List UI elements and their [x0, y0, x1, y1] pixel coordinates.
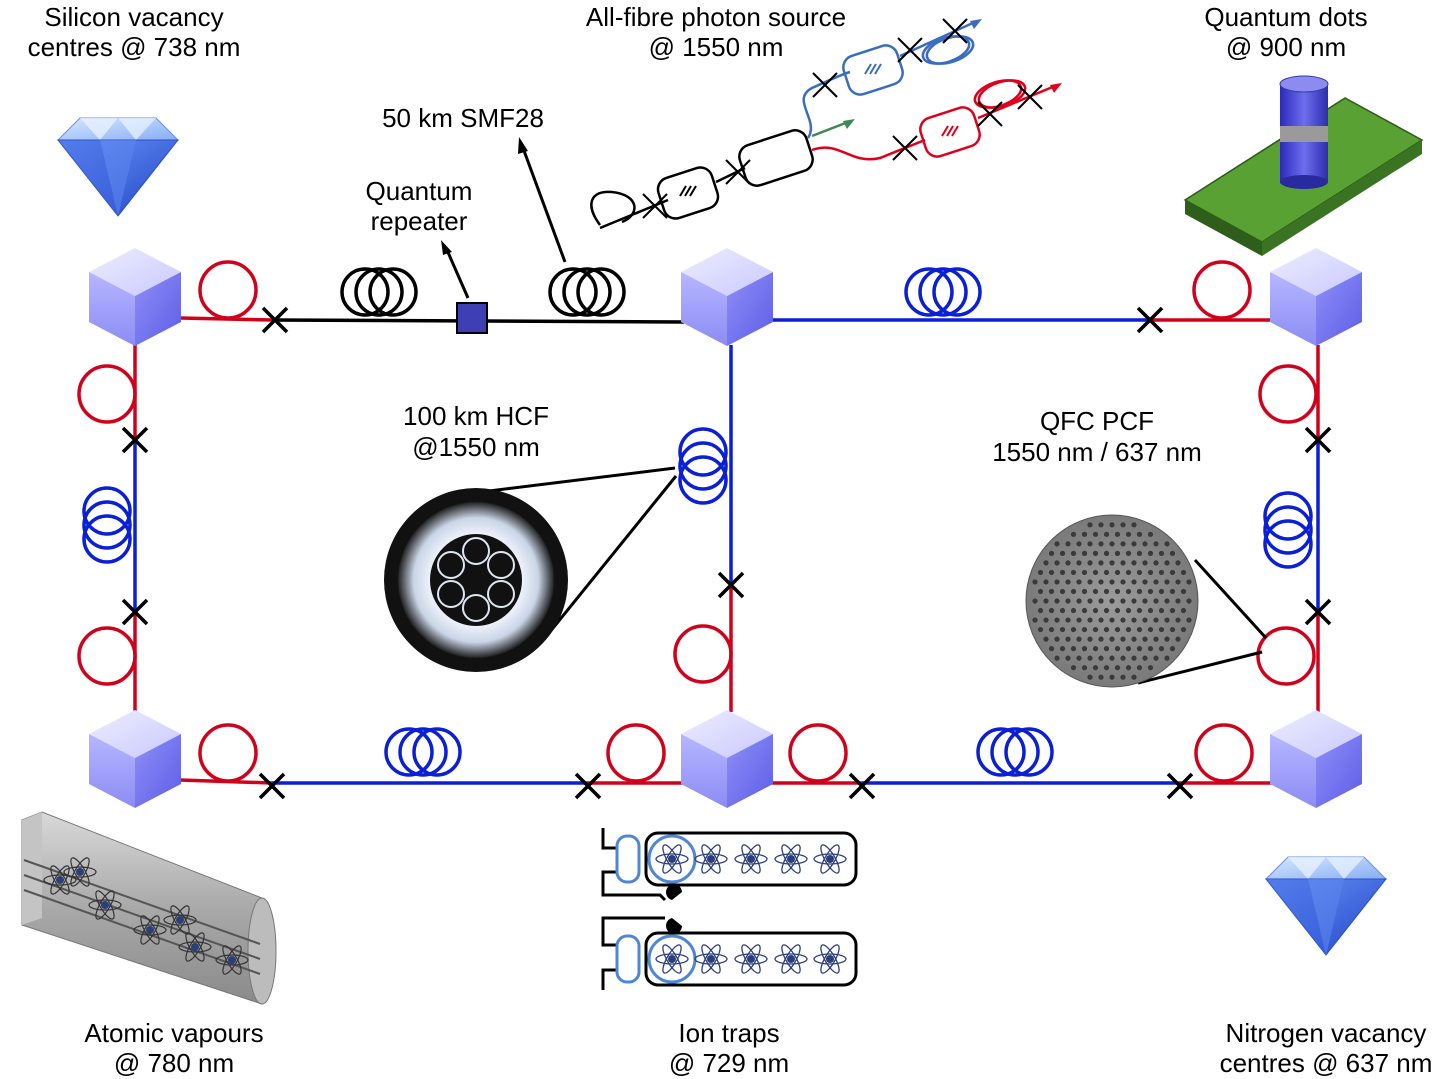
hcf-label-line1: 100 km HCF — [403, 401, 549, 431]
nitrogen-vacancy-label-line2: centres @ 637 nm — [1220, 1048, 1433, 1078]
atomic-vapours-label-line1: Atomic vapours — [84, 1018, 263, 1048]
smf28-label: 50 km SMF28 — [382, 103, 544, 133]
quantum-dots-label-line2: @ 900 nm — [1226, 32, 1346, 62]
hcf-cross-section-icon — [384, 468, 676, 672]
atomic-vapours-label-line2: @ 780 nm — [114, 1048, 234, 1078]
photon-source-label-line1: All-fibre photon source — [586, 2, 846, 32]
ion-trap-icon — [603, 828, 856, 990]
hcf-label-line2: @1550 nm — [412, 432, 540, 462]
repeater-label-line1: Quantum — [366, 176, 473, 206]
ion-traps-label-line1: Ion traps — [678, 1018, 779, 1048]
repeater-label-line2: repeater — [371, 206, 468, 236]
ion-traps-label-line2: @ 729 nm — [669, 1048, 789, 1078]
vapour-cell-icon — [22, 812, 276, 1004]
photon-source-label-line2: @ 1550 nm — [649, 32, 784, 62]
node-cube-icon — [89, 248, 1362, 808]
silicon-vacancy-label-line2: centres @ 738 nm — [28, 32, 241, 62]
pcf-cross-section-icon — [1026, 515, 1266, 687]
qfc-label-line1: QFC PCF — [1040, 406, 1154, 436]
quantum-dot-pillar-icon — [1185, 76, 1422, 256]
silicon-vacancy-label-line1: Silicon vacancy — [44, 2, 223, 32]
diamond-icon — [58, 118, 1386, 955]
qfc-label-line2: 1550 nm / 637 nm — [992, 437, 1202, 467]
nitrogen-vacancy-label-line1: Nitrogen vacancy — [1226, 1018, 1427, 1048]
quantum-dots-label-line1: Quantum dots — [1204, 2, 1367, 32]
